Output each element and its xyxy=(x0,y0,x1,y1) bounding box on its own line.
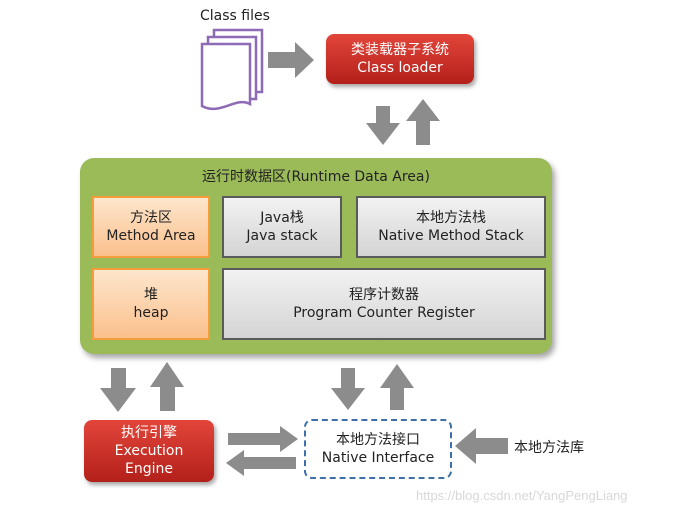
program-counter-register-box: 程序计数器 Program Counter Register xyxy=(222,268,546,340)
native-method-stack-english: Native Method Stack xyxy=(378,228,524,244)
native-method-stack-chinese: 本地方法栈 xyxy=(416,210,486,226)
method-area-english: Method Area xyxy=(106,228,196,244)
document-stack-icon xyxy=(200,28,264,111)
native-library-label: 本地方法库 xyxy=(514,440,584,456)
arrow-engine-down xyxy=(100,368,136,412)
class-loader-chinese: 类装载器子系统 xyxy=(351,42,449,58)
arrow-loader-down xyxy=(366,106,400,145)
heap-english: heap xyxy=(133,305,169,321)
program-counter-chinese: 程序计数器 xyxy=(349,287,419,303)
arrow-engine-up xyxy=(150,362,184,411)
runtime-data-area-title: 运行时数据区(Runtime Data Area) xyxy=(202,169,430,185)
native-interface-box: 本地方法接口 Native Interface xyxy=(304,419,452,479)
class-loader-english: Class loader xyxy=(357,60,443,76)
arrow-files-to-loader xyxy=(268,42,314,78)
arrow-interface-down xyxy=(331,368,365,410)
native-interface-chinese: 本地方法接口 xyxy=(336,432,420,448)
program-counter-english: Program Counter Register xyxy=(293,305,475,321)
class-files-label: Class files xyxy=(200,8,270,24)
execution-engine-english-1: Execution xyxy=(114,443,184,459)
execution-engine-box: 执行引擎 Execution Engine xyxy=(84,420,214,482)
native-method-stack-box: 本地方法栈 Native Method Stack xyxy=(356,196,546,258)
java-stack-english: Java stack xyxy=(246,228,318,244)
arrow-interface-to-engine xyxy=(226,450,296,476)
method-area-box: 方法区 Method Area xyxy=(92,196,210,258)
arrow-interface-up xyxy=(380,364,414,410)
heap-chinese: 堆 xyxy=(144,287,158,303)
arrow-loader-up xyxy=(406,99,440,145)
java-stack-chinese: Java栈 xyxy=(260,210,304,226)
watermark-url: https://blog.csdn.net/YangPengLiang xyxy=(416,488,628,503)
class-loader-box: 类装载器子系统 Class loader xyxy=(326,34,474,84)
arrow-engine-to-interface xyxy=(228,426,298,452)
heap-box: 堆 heap xyxy=(92,268,210,340)
java-stack-box: Java栈 Java stack xyxy=(222,196,342,258)
arrow-library-to-interface xyxy=(455,428,508,464)
method-area-chinese: 方法区 xyxy=(130,210,172,226)
execution-engine-english-2: Engine xyxy=(125,461,173,477)
execution-engine-chinese: 执行引擎 xyxy=(121,425,177,441)
native-interface-english: Native Interface xyxy=(321,450,435,466)
